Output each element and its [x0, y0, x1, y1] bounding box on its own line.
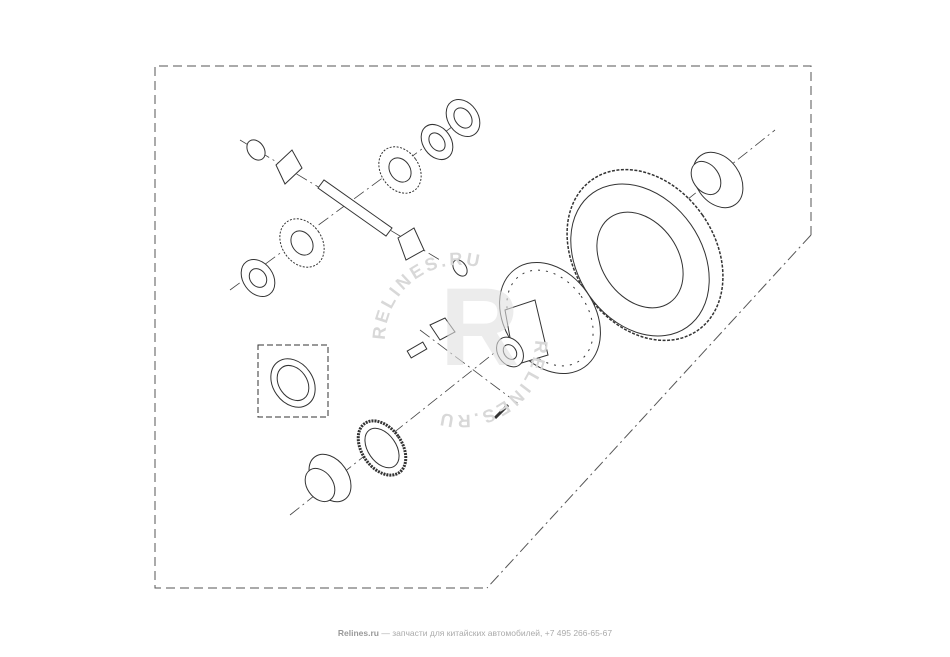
pinion-gear [275, 149, 303, 185]
footer-brand-link[interactable]: Relines.ru [337, 628, 379, 638]
lock-plate [429, 317, 456, 341]
footer: Relines.ru — запчасти для китайских авто… [0, 628, 950, 638]
parts [240, 98, 744, 503]
dashed-frame [154, 65, 812, 589]
pinion-washer [452, 259, 468, 277]
pinion-shaft [317, 179, 393, 237]
pinion-washer [246, 139, 266, 161]
bolt [406, 341, 428, 359]
pinion-gear [397, 227, 425, 261]
roll-pin [493, 403, 510, 420]
frame-diagonal [486, 234, 812, 589]
footer-text: — запчасти для китайских автомобилей, +7… [379, 628, 613, 638]
watermark-letter: R [440, 266, 519, 389]
